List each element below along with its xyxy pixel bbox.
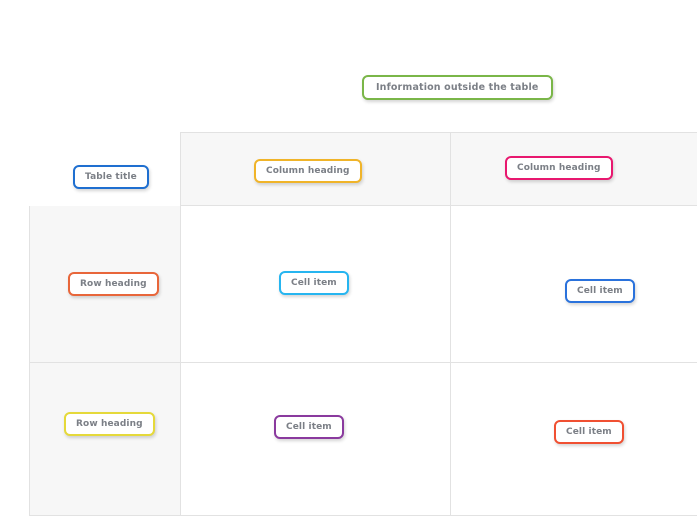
- column-heading-cell-2: Column heading: [451, 132, 697, 206]
- cell-item-label-r2c2: Cell item: [566, 427, 612, 437]
- cell-r1c1: Cell item: [181, 206, 451, 363]
- row-heading-cell-1: Row heading: [29, 206, 181, 363]
- column-heading-label-2: Column heading: [517, 163, 601, 173]
- cell-item-label-r1c2: Cell item: [577, 286, 623, 296]
- table-header-row: Table title Column heading Column headin…: [29, 132, 697, 206]
- cell-item-label-r1c1: Cell item: [291, 278, 337, 288]
- row-heading-chip-1[interactable]: Row heading: [68, 272, 159, 296]
- cell-item-chip-r2c1[interactable]: Cell item: [274, 415, 344, 439]
- row-heading-label-1: Row heading: [80, 279, 147, 289]
- cell-item-label-r2c1: Cell item: [286, 422, 332, 432]
- cell-r2c2: Cell item: [451, 363, 697, 516]
- cell-item-chip-r2c2[interactable]: Cell item: [554, 420, 624, 444]
- table-title-label: Table title: [85, 172, 137, 182]
- row-heading-cell-2: Row heading: [29, 363, 181, 516]
- cell-item-chip-r1c1[interactable]: Cell item: [279, 271, 349, 295]
- cell-r1c2: Cell item: [451, 206, 697, 363]
- column-heading-label-1: Column heading: [266, 166, 350, 176]
- column-heading-chip-1[interactable]: Column heading: [254, 159, 362, 183]
- cell-item-chip-r1c2[interactable]: Cell item: [565, 279, 635, 303]
- row-heading-chip-2[interactable]: Row heading: [64, 412, 155, 436]
- information-outside-table-chip[interactable]: Information outside the table: [362, 75, 553, 100]
- table-title-cell: Table title: [29, 132, 181, 206]
- column-heading-chip-2[interactable]: Column heading: [505, 156, 613, 180]
- information-outside-table-label: Information outside the table: [376, 82, 539, 93]
- cell-r2c1: Cell item: [181, 363, 451, 516]
- table-body-row-1: Row heading Cell item Cell item: [29, 206, 697, 363]
- table-body-row-2: Row heading Cell item Cell item: [29, 363, 697, 516]
- column-heading-cell-1: Column heading: [181, 132, 451, 206]
- row-heading-label-2: Row heading: [76, 419, 143, 429]
- table-title-chip[interactable]: Table title: [73, 165, 149, 189]
- data-table: Table title Column heading Column headin…: [29, 132, 697, 517]
